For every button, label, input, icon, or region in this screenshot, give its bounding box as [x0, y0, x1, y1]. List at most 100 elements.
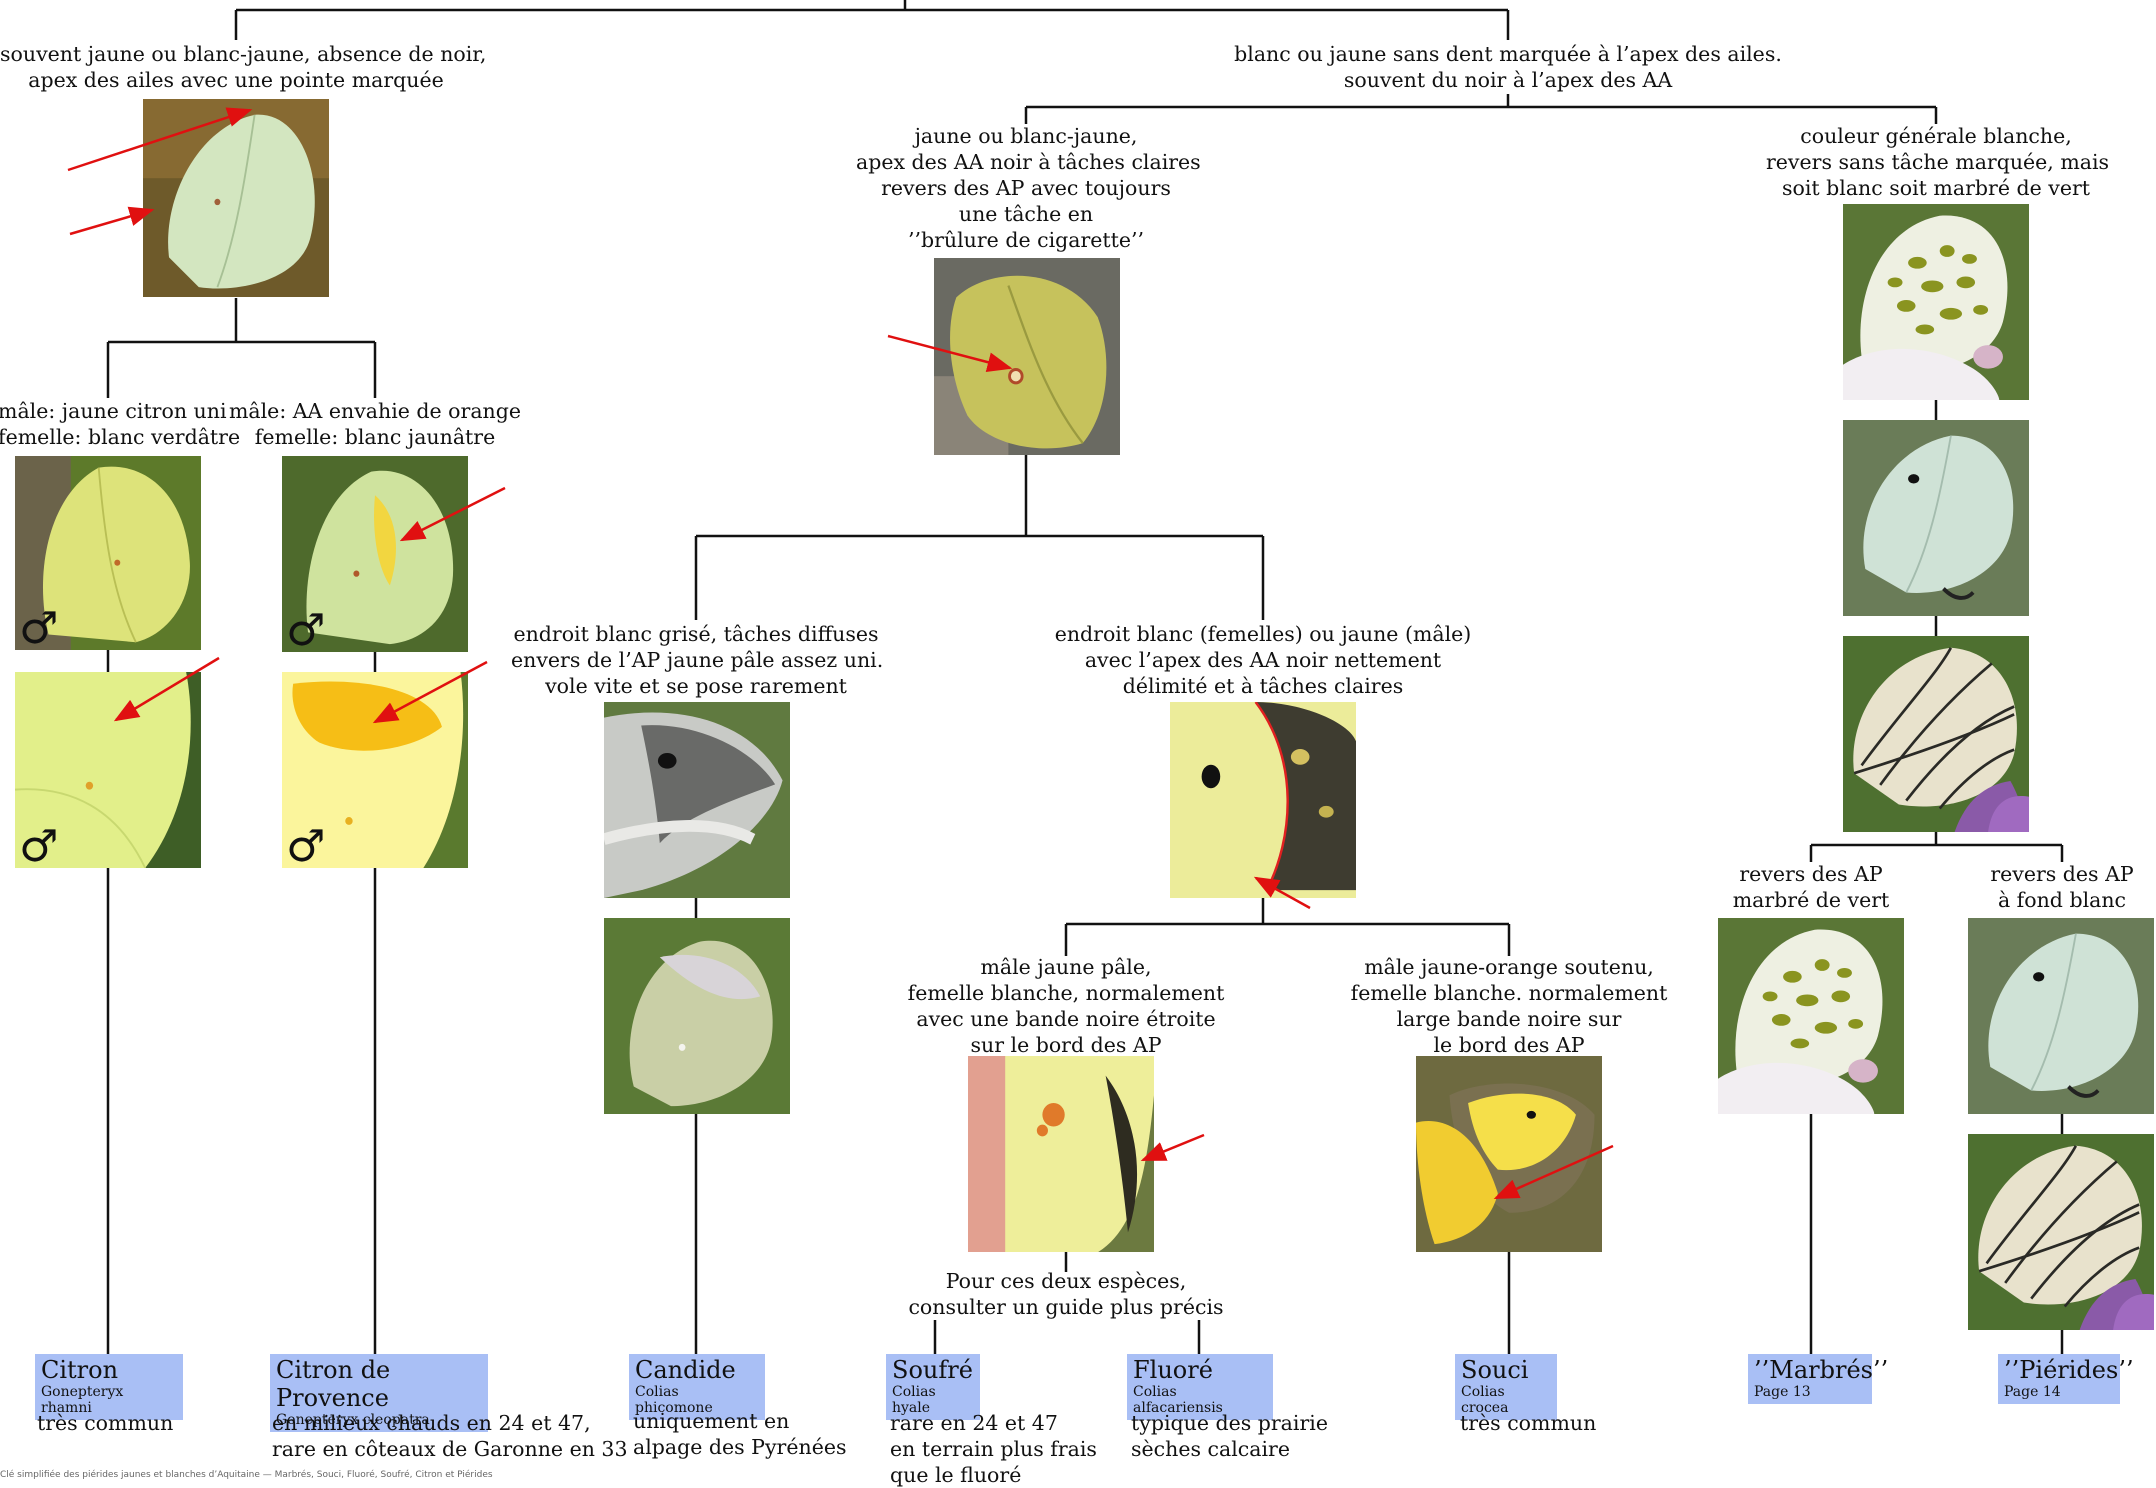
species-scientific: Gonepteryx rhamni [41, 1384, 124, 1416]
node-soufre: mâle jaune pâle, femelle blanche, normal… [901, 954, 1231, 1058]
note-line: uniquement en [633, 1409, 790, 1433]
node-candide: endroit blanc grisé, tâches diffuses env… [511, 621, 884, 699]
node-text-line: marbré de vert [1732, 888, 1890, 912]
species-label-provence: Citron de Provence Gonepteryx cleopatra [270, 1354, 488, 1432]
node-text-line: une tâche en [958, 202, 1094, 226]
node-text-line: soit blanc soit marbré de vert [1781, 176, 2090, 200]
node-left-root: souvent jaune ou blanc-jaune, absence de… [0, 41, 487, 93]
node-right-root: blanc ou jaune sans dent marquée à l’ape… [1208, 41, 1808, 93]
species-scientific: Gonepteryx cleopatra [276, 1412, 430, 1428]
node-colias: endroit blanc (femelles) ou jaune (mâle)… [1053, 621, 1473, 699]
species-scientific: Page 14 [2004, 1384, 2061, 1400]
red-arrow-icon [372, 660, 488, 724]
node-provence-male: mâle: AA envahie de orange femelle: blan… [225, 398, 525, 450]
node-text-line: vole vite et se pose rarement [545, 674, 847, 698]
species-note-fluore: typique des prairie sèches calcaire [1131, 1410, 1328, 1462]
male-symbol-icon: ♂ [19, 821, 59, 869]
photo-citron-male-under: ♂ [15, 672, 201, 868]
red-arrow-icon [67, 107, 253, 172]
node-text-line: femelle: blanc verdâtre [0, 425, 241, 449]
species-scientific: Page 13 [1754, 1384, 1811, 1400]
species-scientific: Colias hyale [892, 1384, 936, 1416]
species-label-fluore: Fluoré Colias alfacariensis [1127, 1354, 1273, 1420]
species-name: Candide [635, 1356, 736, 1384]
species-label-citron: Citron Gonepteryx rhamni [35, 1354, 183, 1420]
note-line: sèches calcaire [1131, 1437, 1290, 1461]
species-label-pierides: ’’Piérides’’ Page 14 [1998, 1354, 2134, 1404]
species-name: Citron [41, 1356, 119, 1384]
species-label-marbres: ’’Marbrés’’ Page 13 [1748, 1354, 1889, 1404]
species-label-soufre: Soufré Colias hyale [886, 1354, 980, 1420]
red-arrow-icon [1140, 1133, 1205, 1162]
species-name: Fluoré [1133, 1356, 1213, 1384]
species-note-citron: très commun [37, 1410, 173, 1436]
node-text-line: apex des AA noir à tâches claires [856, 150, 1201, 174]
species-label-candide: Candide Colias phicomone [629, 1354, 765, 1420]
node-text-line: blanc ou jaune sans dent marquée à l’ape… [1234, 42, 1782, 66]
node-citron-male: mâle: jaune citron uni femelle: blanc ve… [0, 398, 241, 450]
node-pieride: revers des AP à fond blanc [1952, 861, 2156, 913]
species-scientific: Colias crocea [1461, 1384, 1509, 1416]
note-line: que le fluoré [890, 1463, 1022, 1487]
node-text-line: souvent jaune ou blanc-jaune, absence de… [0, 42, 487, 66]
node-text-line: à fond blanc [1997, 888, 2127, 912]
red-arrow-icon [1253, 876, 1311, 910]
node-text-line: femelle blanche. normalement [1350, 981, 1668, 1005]
species-scientific: Colias alfacariensis [1133, 1384, 1223, 1416]
node-text-line: délimité et à tâches claires [1122, 674, 1404, 698]
species-name: Soufré [892, 1356, 973, 1384]
species-name: Souci [1461, 1356, 1529, 1384]
node-text-line: revers sans tâche marquée, mais [1766, 150, 2110, 174]
node-text-line: femelle: blanc jaunâtre [254, 425, 496, 449]
note-line: très commun [37, 1411, 174, 1435]
species-note-souci: très commun [1460, 1410, 1596, 1436]
note-line: en milieux chauds en 24 et 47, [272, 1411, 591, 1435]
species-scientific: Colias phicomone [635, 1384, 713, 1416]
node-consult: Pour ces deux espèces, consulter un guid… [901, 1268, 1231, 1320]
species-note-provence: en milieux chauds en 24 et 47, rare en c… [272, 1410, 628, 1462]
node-text-line: couleur générale blanche, [1800, 124, 2072, 148]
node-text-line: ’’brûlure de cigarette’’ [907, 228, 1145, 252]
species-name: ’’Piérides’’ [2004, 1356, 2134, 1384]
species-label-souci: Souci Colias crocea [1455, 1354, 1557, 1420]
note-line: typique des prairie [1131, 1411, 1328, 1435]
species-note-soufre: rare en 24 et 47 en terrain plus frais q… [890, 1410, 1097, 1488]
note-line: en terrain plus frais [890, 1437, 1097, 1461]
red-arrow-icon [69, 206, 155, 236]
node-text-line: sur le bord des AP [970, 1033, 1162, 1057]
male-symbol-icon: ♂ [19, 603, 59, 651]
photo-provence-male-upper: ♂ [282, 456, 468, 652]
species-note-candide: uniquement en alpage des Pyrénées [633, 1408, 846, 1460]
node-text-line: endroit blanc (femelles) ou jaune (mâle) [1054, 622, 1472, 646]
photo-citron-male-upper: ♂ [15, 456, 201, 650]
node-text-line: mâle jaune-orange soutenu, [1364, 955, 1654, 979]
node-text-line: envers de l’AP jaune pâle assez uni. [511, 648, 884, 672]
node-text-line: revers des AP [1739, 862, 1883, 886]
node-text-line: revers des AP avec toujours [881, 176, 1171, 200]
photo-provence-male-orange: ♂ [282, 672, 468, 868]
node-white-branch: couleur générale blanche, revers sans tâ… [1766, 123, 2110, 201]
node-yellow-branch: jaune ou blanc-jaune, apex des AA noir à… [856, 123, 1201, 253]
node-text-line: femelle blanche, normalement [907, 981, 1225, 1005]
red-arrow-icon [1493, 1144, 1614, 1200]
node-text-line: large bande noire sur [1396, 1007, 1622, 1031]
node-text-line: souvent du noir à l’apex des AA [1343, 68, 1673, 92]
node-text-line: endroit blanc grisé, tâches diffuses [513, 622, 879, 646]
red-arrow-icon [399, 486, 506, 542]
node-text-line: Pour ces deux espèces, [945, 1269, 1187, 1293]
node-text-line: mâle: jaune citron uni [0, 399, 227, 423]
species-name: ’’Marbrés’’ [1754, 1356, 1889, 1384]
note-line: alpage des Pyrénées [633, 1435, 847, 1459]
node-text-line: apex des ailes avec une pointe marquée [28, 68, 444, 92]
node-text-line: jaune ou blanc-jaune, [914, 124, 1138, 148]
node-marbre: revers des AP marbré de vert [1701, 861, 1921, 913]
node-souci: mâle jaune-orange soutenu, femelle blanc… [1344, 954, 1674, 1058]
male-symbol-icon: ♂ [286, 821, 326, 869]
node-text-line: revers des AP [1990, 862, 2134, 886]
male-symbol-icon: ♂ [286, 605, 326, 653]
footer-caption: Clé simplifiée des piérides jaunes et bl… [0, 1470, 493, 1480]
red-arrow-icon [887, 334, 1013, 372]
species-name: Citron de Provence [276, 1356, 391, 1412]
